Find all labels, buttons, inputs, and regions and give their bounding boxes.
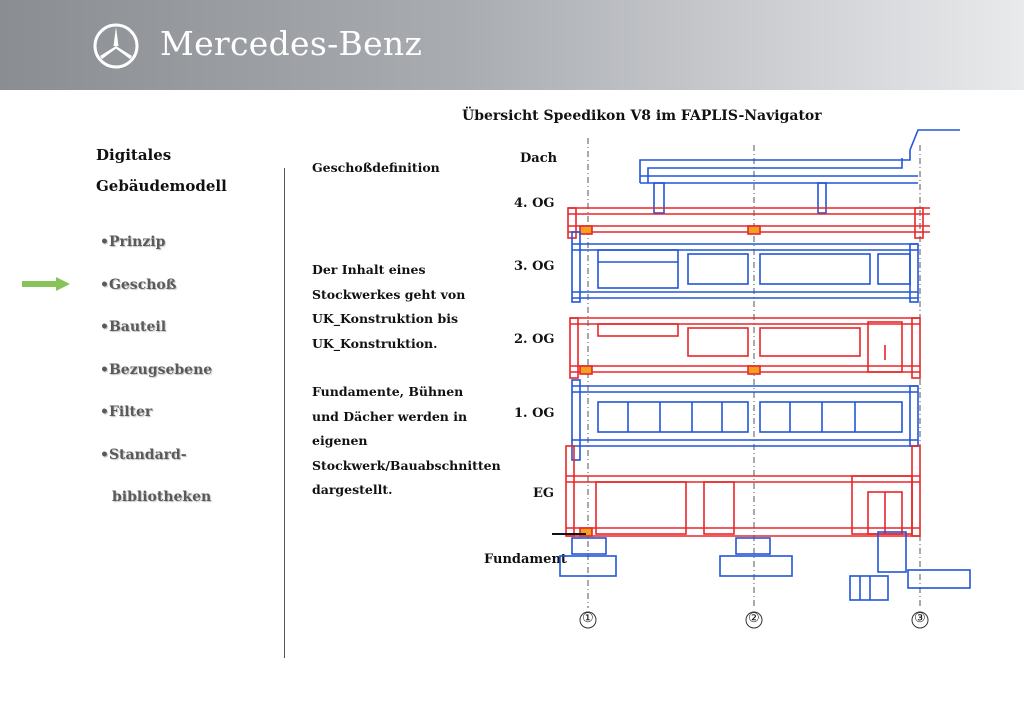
header-bar: Mercedes-Benz [0, 0, 1024, 90]
nav-item-standard[interactable]: •Standard- [100, 446, 187, 463]
level-4og-red [567, 207, 930, 239]
nav-item-bauteil[interactable]: •Bauteil [100, 319, 167, 335]
level-label-3og: 3. OG [514, 259, 555, 274]
level-label-4og: 4. OG [514, 196, 555, 211]
middle-paragraph-2: Fundamente, Bühnen und Dächer werden in … [312, 384, 501, 497]
nav-item-filter[interactable]: •Filter [100, 404, 153, 420]
foundation-blue [559, 531, 971, 601]
nav-item-bezugsebene[interactable]: •Bezugsebene [100, 361, 213, 378]
mercedes-star-icon [93, 23, 139, 69]
middle-title: Geschoßdefinition [312, 160, 440, 175]
level-label-1og: 1. OG [514, 406, 555, 421]
brand-name: Mercedes-Benz [160, 24, 423, 63]
roof-blue [639, 129, 960, 214]
column-divider [284, 168, 285, 658]
section-title-line2: Gebäudemodell [96, 177, 227, 195]
axis-label-1: ① [582, 611, 594, 626]
level-label-2og: 2. OG [514, 332, 555, 347]
diagram-title: Übersicht Speedikon V8 im FAPLIS-Navigat… [462, 108, 822, 124]
level-label-fundament: Fundament [484, 552, 567, 567]
topic-nav: •Prinzip •Geschoß •Bauteil •Bezugsebene … [100, 228, 212, 526]
green-arrow-icon [22, 277, 70, 291]
level-label-eg: EG [533, 486, 555, 501]
middle-paragraph-1: Der Inhalt eines Stockwerkes geht von UK… [312, 262, 466, 351]
section-title: Digitales Gebäudemodell [96, 140, 227, 202]
section-title-line1: Digitales [96, 146, 172, 164]
nav-item-bibliotheken[interactable]: bibliotheken [112, 489, 212, 505]
axis-label-2: ② [748, 611, 760, 626]
level-eg-red [565, 445, 921, 537]
level-1og-blue [571, 379, 919, 461]
nav-item-geschoss[interactable]: •Geschoß [100, 276, 177, 293]
axis-label-3: ③ [914, 611, 926, 626]
middle-text: Der Inhalt eines Stockwerkes geht von UK… [312, 258, 501, 527]
level-3og-blue [571, 231, 919, 303]
level-label-dach: Dach [520, 151, 558, 166]
level-2og-red [569, 317, 921, 379]
nav-item-prinzip[interactable]: •Prinzip [100, 234, 166, 250]
building-section-drawing [552, 129, 971, 629]
